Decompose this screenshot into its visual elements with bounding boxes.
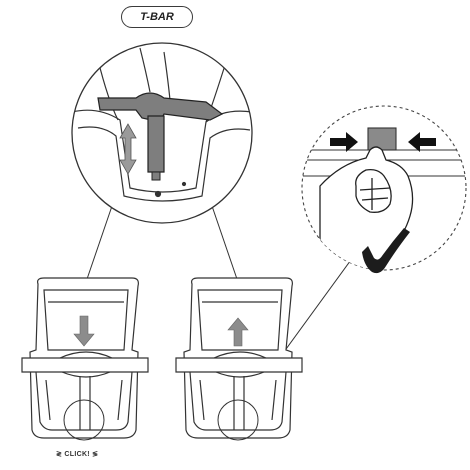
- seat-right: [175, 277, 303, 441]
- down-arrow-icon: [73, 315, 95, 347]
- seat-left: [21, 277, 149, 441]
- squeeze-arrows-icon: [330, 132, 436, 152]
- hand-zoom: [301, 105, 467, 274]
- click-annotation: ≷ CLICK! ≶: [56, 451, 99, 458]
- t-bar-label: T-BAR: [121, 6, 193, 28]
- up-arrow-icon: [227, 317, 249, 347]
- t-bar-zoom: [71, 42, 253, 224]
- t-bar-handle-icon: [97, 92, 224, 181]
- check-mark-icon: [362, 228, 410, 274]
- up-down-arrow-icon: [119, 123, 137, 175]
